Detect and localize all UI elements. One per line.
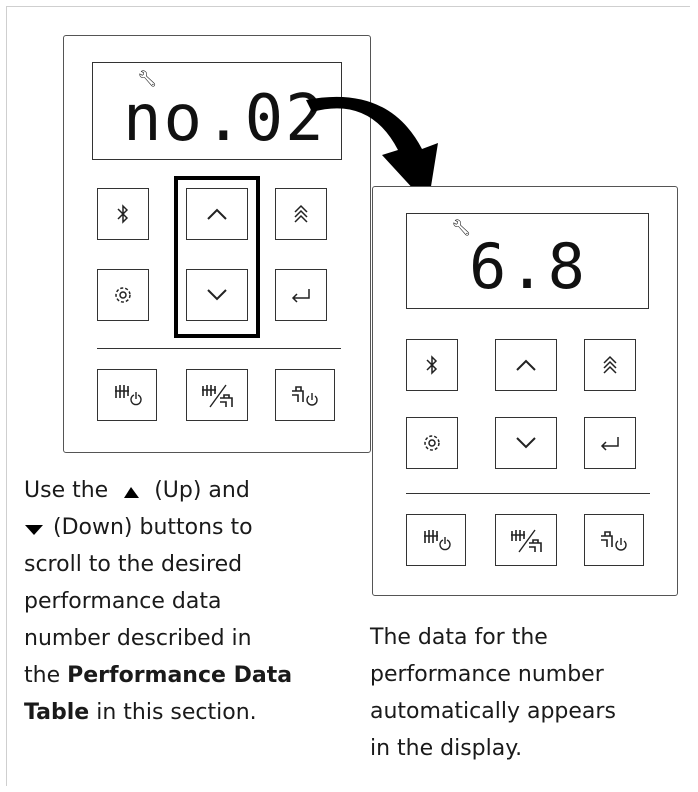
caption-line: scroll to the desired: [24, 552, 243, 577]
down-button[interactable]: [495, 417, 557, 469]
wrench-icon: 🔧︎: [137, 69, 158, 88]
down-button[interactable]: [186, 269, 248, 321]
fast-up-button[interactable]: [275, 188, 327, 240]
gear-icon: [115, 287, 131, 303]
chevron-down-icon: [207, 289, 227, 301]
left-lcd-display: 🔧︎ no.02: [92, 62, 342, 160]
caption-bold-text: Table: [24, 700, 90, 725]
left-caption: Use the (Up) and (Down) buttons to scrol…: [24, 472, 324, 731]
chevron-down-icon: [516, 437, 536, 449]
heating-water-button[interactable]: [186, 369, 248, 421]
radiator-power-icon: [424, 530, 451, 551]
radiator-power-icon: [115, 385, 142, 406]
enter-button[interactable]: [584, 417, 636, 469]
heating-power-button[interactable]: [97, 369, 157, 421]
caption-line: performance data: [24, 589, 222, 614]
caption-line: automatically appears: [370, 699, 616, 724]
caption-line: Table in this section.: [24, 694, 324, 731]
faucet-power-icon: [601, 531, 627, 551]
enter-icon: [291, 289, 310, 303]
caption-text: Use the: [24, 478, 109, 503]
water-power-button[interactable]: [275, 369, 335, 421]
bluetooth-icon: [426, 355, 438, 375]
bluetooth-button[interactable]: [97, 188, 149, 240]
settings-button[interactable]: [406, 417, 458, 469]
caption-line: the Performance Data: [24, 657, 324, 694]
caption-line: number described in: [24, 626, 252, 651]
caption-line: The data for the: [370, 625, 548, 650]
radiator-faucet-icon: [202, 384, 233, 408]
right-control-panel: 🔧︎ 6.8: [372, 186, 678, 596]
caption-text: in this section.: [96, 700, 257, 725]
up-button[interactable]: [186, 188, 248, 240]
gear-icon: [424, 435, 440, 451]
bluetooth-button[interactable]: [406, 339, 458, 391]
double-chevron-up-icon: [603, 355, 617, 374]
water-power-button[interactable]: [584, 514, 644, 566]
panel-divider: [406, 493, 650, 494]
radiator-faucet-icon: [511, 529, 542, 553]
caption-bold-text: Performance Data: [67, 663, 293, 688]
wrench-icon: 🔧︎: [451, 218, 472, 237]
left-control-panel: 🔧︎ no.02: [63, 35, 371, 453]
panel-divider: [97, 348, 341, 349]
up-triangle-icon: [124, 487, 140, 498]
caption-text: (Down) buttons to: [53, 515, 253, 540]
caption-line: performance number: [370, 662, 604, 687]
left-display-value: no.02: [123, 82, 326, 156]
caption-text: the: [24, 663, 61, 688]
right-display-value: 6.8: [469, 230, 587, 303]
chevron-up-icon: [516, 359, 536, 371]
down-triangle-icon: [25, 525, 43, 535]
up-down-highlight-box: [174, 176, 260, 338]
up-button[interactable]: [495, 339, 557, 391]
settings-button[interactable]: [97, 269, 149, 321]
heating-water-button[interactable]: [495, 514, 557, 566]
bluetooth-icon: [117, 204, 129, 224]
right-caption: The data for the performance number auto…: [370, 619, 680, 767]
enter-button[interactable]: [275, 269, 327, 321]
fast-up-button[interactable]: [584, 339, 636, 391]
caption-line: in the display.: [370, 736, 523, 761]
enter-icon: [600, 437, 619, 451]
caption-line: Use the (Up) and: [24, 472, 324, 509]
double-chevron-up-icon: [294, 204, 308, 223]
faucet-power-icon: [292, 386, 318, 406]
figure-frame: [6, 6, 690, 786]
caption-line: (Down) buttons to: [24, 509, 324, 546]
chevron-up-icon: [207, 208, 227, 220]
caption-text: (Up) and: [154, 478, 250, 503]
right-lcd-display: 🔧︎ 6.8: [406, 213, 649, 309]
heating-power-button[interactable]: [406, 514, 466, 566]
